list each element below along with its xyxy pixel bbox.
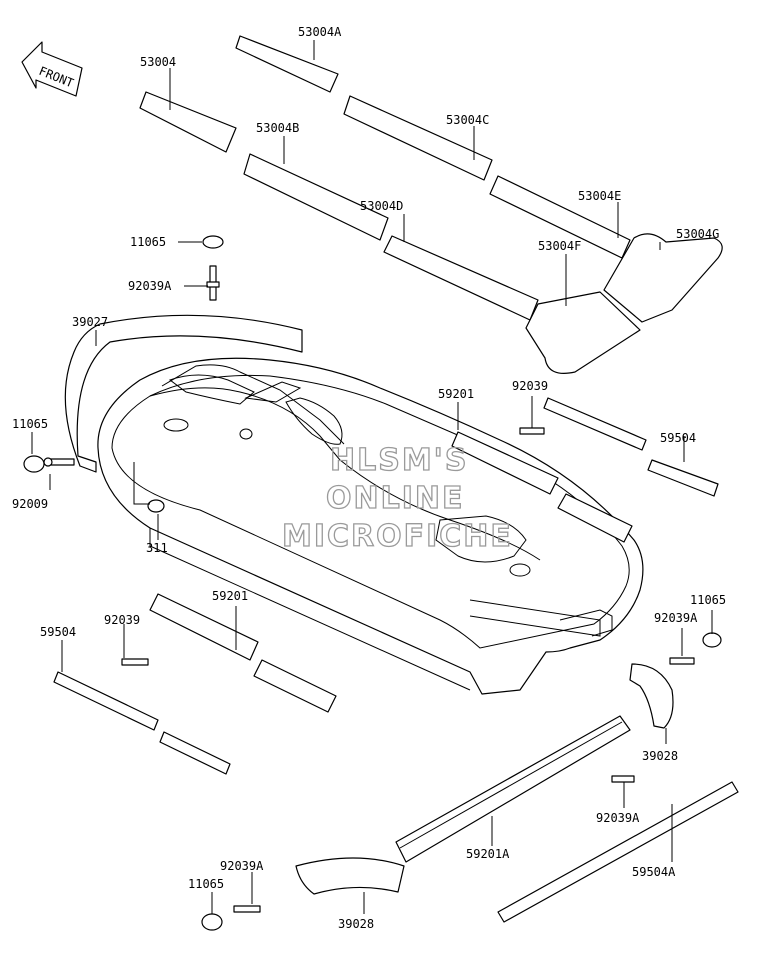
watermark-line-3: MICROFICHE xyxy=(282,519,513,554)
label-59201A: 59201A xyxy=(466,847,510,861)
label-11065-left: 11065 xyxy=(12,417,48,431)
label-11065-bottom: 11065 xyxy=(188,877,224,891)
watermark-line-1: HLSM'S xyxy=(330,443,468,478)
label-92039A-right: 92039A xyxy=(654,611,698,625)
rub-rail-59201-left xyxy=(149,593,337,713)
rub-rail-59201-right xyxy=(451,431,633,543)
rivet-92039A-mid xyxy=(611,775,635,783)
mat-53004B xyxy=(243,153,389,241)
nut-311 xyxy=(147,499,165,513)
rivet-92039-left xyxy=(121,658,149,666)
rivet-92039A-bottom xyxy=(233,905,261,913)
cap-11065-left xyxy=(23,455,45,473)
rivet-92039-right xyxy=(519,427,545,435)
label-53004: 53004 xyxy=(140,55,176,69)
label-59201-left: 59201 xyxy=(212,589,248,603)
mat-53004A xyxy=(235,35,339,93)
gunwale-guard-39027 xyxy=(64,314,303,473)
label-53004F: 53004F xyxy=(538,239,581,253)
label-53004D: 53004D xyxy=(360,199,403,213)
hull-body xyxy=(97,357,644,695)
label-53004G: 53004G xyxy=(676,227,719,241)
corner-guard-39028-bottom xyxy=(295,857,405,895)
label-92039A-top: 92039A xyxy=(128,279,172,293)
watermark-line-2: ONLINE xyxy=(326,481,465,516)
rivet-92039A-right xyxy=(669,657,695,665)
front-arrow: FRONT xyxy=(21,41,83,97)
mat-53004G xyxy=(603,233,723,323)
label-92009: 92009 xyxy=(12,497,48,511)
rub-rail-59504A xyxy=(497,781,739,923)
label-11065-right: 11065 xyxy=(690,593,726,607)
screw-92009 xyxy=(43,457,75,467)
label-53004E: 53004E xyxy=(578,189,621,203)
cap-11065-right xyxy=(702,632,722,648)
label-53004B: 53004B xyxy=(256,121,299,135)
rub-rail-59201A xyxy=(395,715,631,863)
label-39027: 39027 xyxy=(72,315,108,329)
label-53004C: 53004C xyxy=(446,113,489,127)
label-59504-right: 59504 xyxy=(660,431,696,445)
mat-53004D xyxy=(383,235,539,321)
part-labels: 53004 53004A 53004B 53004C 53004D 53004E… xyxy=(12,25,726,931)
label-92039-right: 92039 xyxy=(512,379,548,393)
rub-rail-59504-right xyxy=(543,397,719,497)
leader-lines xyxy=(31,40,713,914)
label-59504A: 59504A xyxy=(632,865,676,879)
label-92039A-bottom: 92039A xyxy=(220,859,264,873)
label-311: 311 xyxy=(146,541,168,555)
mat-53004 xyxy=(139,91,237,153)
mat-53004C xyxy=(343,95,493,181)
rub-rail-59504-left xyxy=(53,671,231,775)
mat-53004F xyxy=(525,291,641,374)
label-92039A-mid: 92039A xyxy=(596,811,640,825)
label-92039-left: 92039 xyxy=(104,613,140,627)
label-59504-left: 59504 xyxy=(40,625,76,639)
label-53004A: 53004A xyxy=(298,25,342,39)
label-11065-top: 11065 xyxy=(130,235,166,249)
label-39028-bottom: 39028 xyxy=(338,917,374,931)
corner-guard-39028-right xyxy=(629,663,674,729)
label-39028-right: 39028 xyxy=(642,749,678,763)
cap-11065-top xyxy=(202,235,224,249)
cap-11065-bottom xyxy=(201,913,223,931)
rivet-92039A-top xyxy=(206,265,220,301)
watermark: HLSM'S ONLINE MICROFICHE xyxy=(281,442,513,554)
label-59201-right: 59201 xyxy=(438,387,474,401)
